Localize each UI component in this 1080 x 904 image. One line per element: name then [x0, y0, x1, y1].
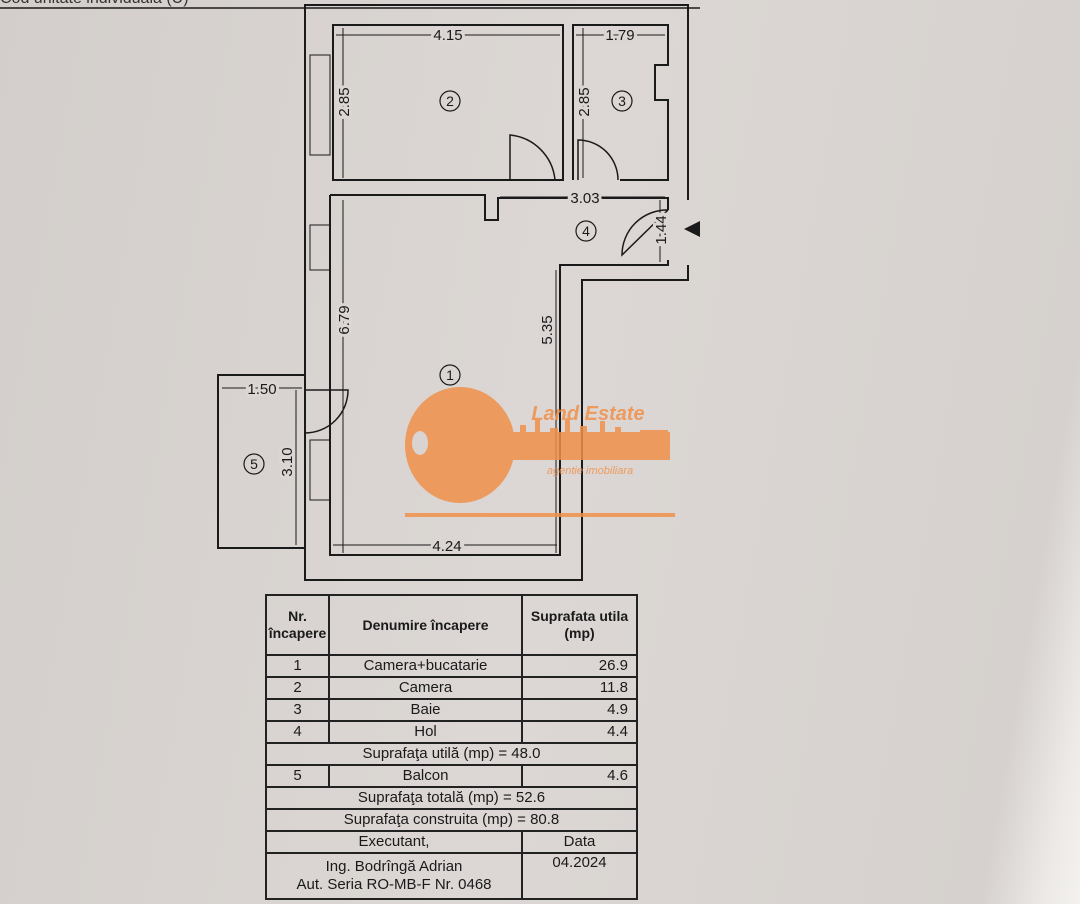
executant-label: Executant, — [265, 830, 523, 854]
cell-area: 4.4 — [521, 720, 638, 744]
useful-total: Suprafaţa utilă (mp) = 48.0 — [265, 742, 638, 766]
built-row: Suprafaţa construita (mp) = 80.8 — [265, 808, 638, 832]
total-area: Suprafaţa totală (mp) = 52.6 — [265, 786, 638, 810]
room-2-outline — [332, 24, 564, 181]
dim-balcony-width: 1.50 — [247, 381, 276, 398]
executant-header-row: Executant,Data — [265, 830, 638, 854]
cell-nr: 4 — [265, 720, 330, 744]
useful-total-row: Suprafaţa utilă (mp) = 48.0 — [265, 742, 638, 766]
executant-auth: Aut. Seria RO-MB-F Nr. 0468 — [296, 876, 492, 893]
total-row: Suprafaţa totală (mp) = 52.6 — [265, 786, 638, 810]
room-number-4: 4 — [582, 223, 590, 239]
col-header-name: Denumire încapere — [328, 594, 523, 656]
outer-wall — [304, 4, 689, 375]
cell-nr: 1 — [265, 654, 330, 678]
room-number-1: 1 — [446, 367, 454, 383]
room-number-2: 2 — [446, 93, 454, 109]
executant-cell: Ing. Bodrîngă Adrian Aut. Seria RO-MB-F … — [265, 852, 523, 900]
col-header-area: Suprafata utila (mp) — [521, 594, 638, 656]
cell-name: Baie — [328, 698, 523, 722]
logo-tagline: agentie imobiliara — [547, 465, 633, 477]
cell-nr: 5 — [265, 764, 330, 788]
dim-room2-width: 4.15 — [433, 27, 462, 44]
built-area: Suprafaţa construita (mp) = 80.8 — [265, 808, 638, 832]
room-number-5: 5 — [250, 456, 258, 472]
cell-area: 11.8 — [521, 676, 638, 700]
balcony-outline — [217, 374, 306, 549]
room-3-outline — [572, 24, 669, 181]
dim-room1-height-right: 5.35 — [539, 315, 556, 344]
cell-name: Camera+bucatarie — [328, 654, 523, 678]
dim-room3-height: 2.85 — [576, 87, 593, 116]
date-value: 04.2024 — [521, 852, 638, 900]
executant-name: Ing. Bodrîngă Adrian — [325, 858, 463, 875]
cell-area: 26.9 — [521, 654, 638, 678]
dim-hall-width: 3.03 — [570, 190, 599, 207]
cell-name: Camera — [328, 676, 523, 700]
header-fragment: Cod unitate individuala (U) — [0, 0, 189, 8]
land-estate-logo: Land Estate agentie imobiliara — [405, 387, 675, 517]
dim-hall-height: 1.44 — [653, 215, 670, 244]
dim-balcony-height: 3.10 — [279, 447, 296, 476]
col-header-nr: Nr. încapere — [265, 594, 330, 656]
dim-room1-height-left: 6.79 — [336, 305, 353, 334]
dim-room3-width: 1.79 — [605, 27, 634, 44]
entrance-arrow-icon — [684, 221, 700, 237]
cell-nr: 2 — [265, 676, 330, 700]
area-table: Nr. încapere Denumire încapere Suprafata… — [265, 594, 638, 900]
cell-name: Balcon — [328, 764, 523, 788]
logo-brand: Land Estate — [531, 403, 644, 425]
table-header-row: Nr. încapere Denumire încapere Suprafata… — [265, 594, 638, 656]
cell-nr: 3 — [265, 698, 330, 722]
cell-area: 4.9 — [521, 698, 638, 722]
cell-name: Hol — [328, 720, 523, 744]
room-1-outline — [330, 194, 669, 221]
cell-area: 4.6 — [521, 764, 638, 788]
room-number-3: 3 — [618, 93, 626, 109]
dim-room2-height: 2.85 — [336, 87, 353, 116]
dim-room1-width: 4.24 — [432, 538, 461, 555]
date-label: Data — [521, 830, 638, 854]
executant-row: Ing. Bodrîngă Adrian Aut. Seria RO-MB-F … — [265, 852, 638, 900]
